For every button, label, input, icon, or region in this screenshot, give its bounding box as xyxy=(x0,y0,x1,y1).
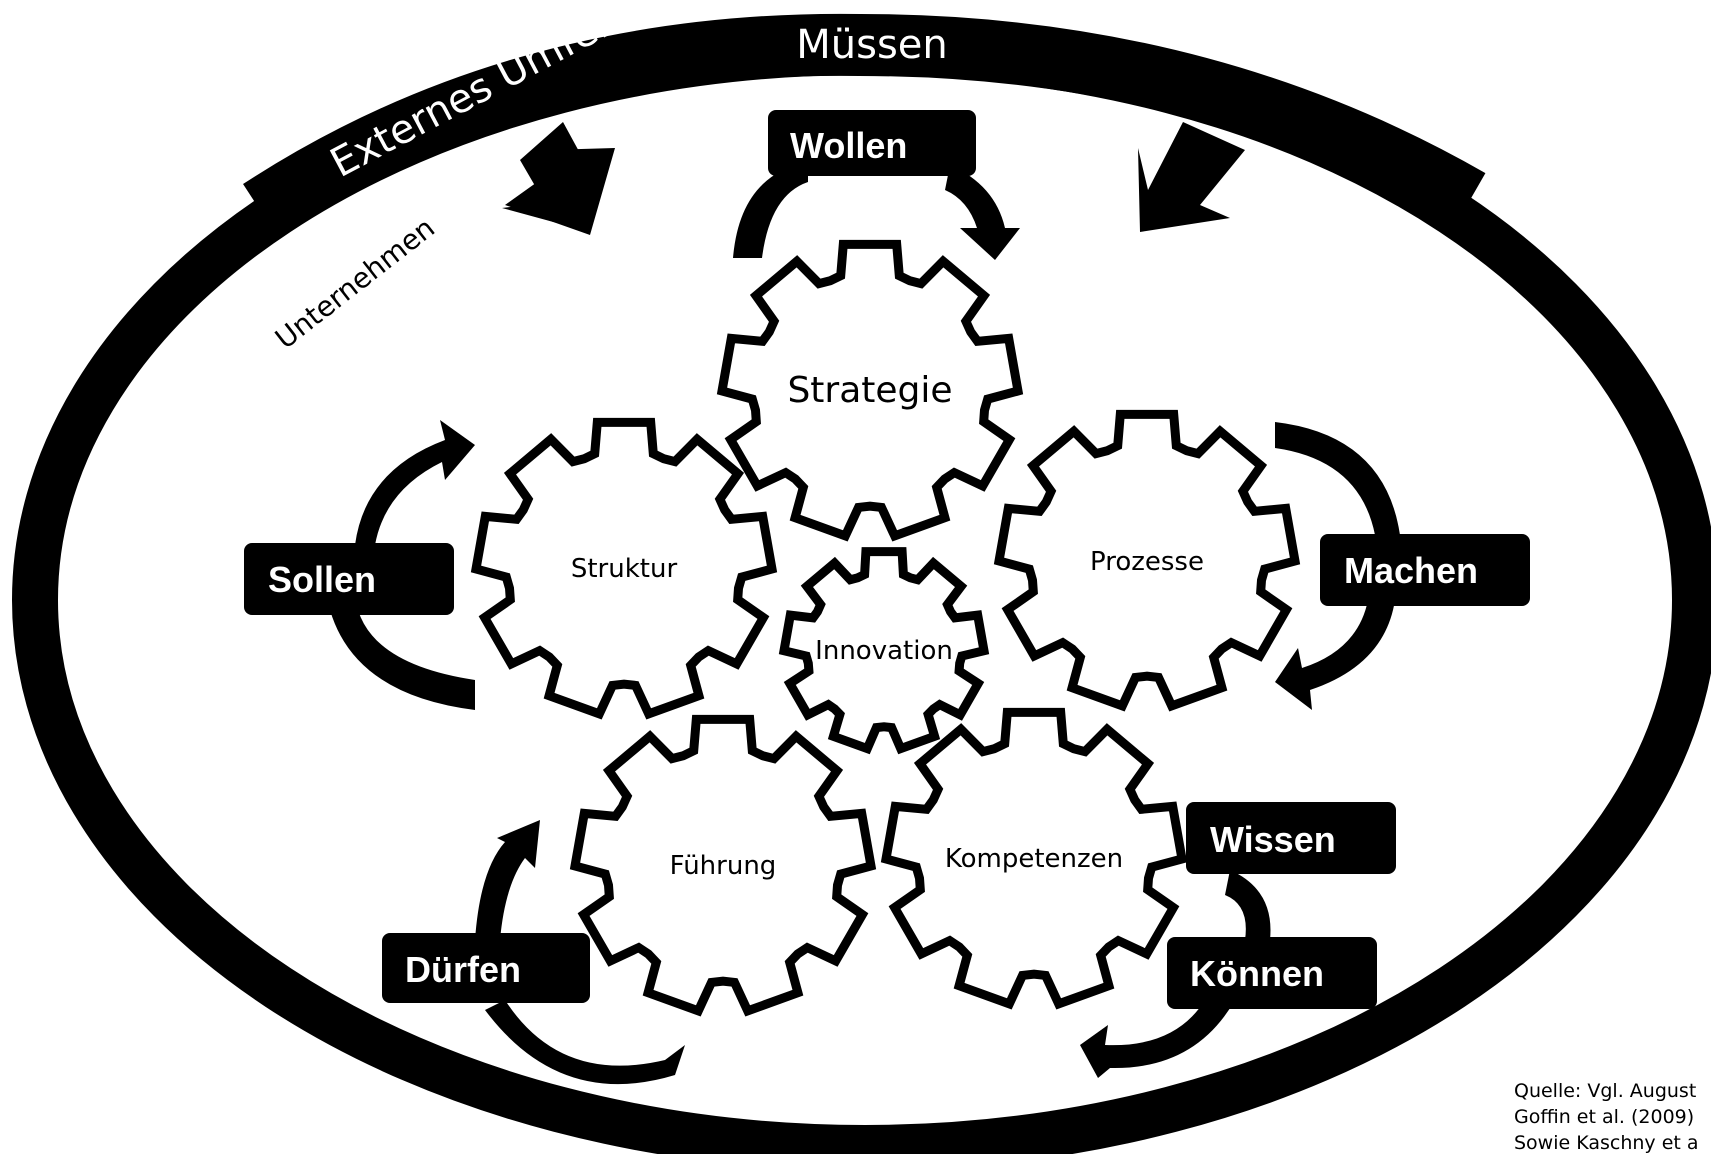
duerfen-curve-arrow-up xyxy=(475,820,540,940)
gear-prozesse xyxy=(993,409,1301,712)
koennen-text: Können xyxy=(1190,953,1324,994)
wollen-curve-arrow xyxy=(733,162,808,258)
wollen-curve-arrow-right xyxy=(945,165,1020,260)
top-label: Müssen xyxy=(796,22,948,68)
koennen-box xyxy=(1167,937,1377,1009)
sollen-box xyxy=(244,543,454,615)
sollen-text: Sollen xyxy=(268,559,376,600)
machen-curve-arrow-bottom xyxy=(1275,600,1395,710)
duerfen-box xyxy=(382,933,590,1003)
koennen-curve-arrow xyxy=(1080,1000,1235,1078)
source-line-1: Quelle: Vgl. August xyxy=(1514,1080,1696,1102)
outer-ring-top xyxy=(243,13,1486,236)
gear-innovation xyxy=(778,547,990,755)
gear-label-fuehrung: Führung xyxy=(670,851,777,881)
machen-text: Machen xyxy=(1344,550,1478,591)
machen-curve-arrow-top xyxy=(1275,422,1400,535)
source-line-2: Goffin et al. (2009) xyxy=(1514,1106,1694,1128)
duerfen-curve-arrow-down xyxy=(485,1000,685,1085)
inner-label: Unternehmen xyxy=(269,211,441,355)
wissen-text: Wissen xyxy=(1210,819,1336,860)
gear-strategie xyxy=(716,239,1024,542)
arrow-left-ring-shape xyxy=(502,122,612,232)
duerfen-text: Dürfen xyxy=(405,949,521,990)
wollen-text: Wollen xyxy=(790,125,907,166)
wissen-box xyxy=(1186,802,1396,874)
arrow-right-ring-shape xyxy=(1138,122,1245,232)
sollen-curve-arrow-bottom xyxy=(330,610,475,710)
gear-fuehrung xyxy=(569,714,877,1017)
gear-kompetenzen xyxy=(880,707,1188,1010)
gear-label-innovation: Innovation xyxy=(815,636,953,666)
gear-label-prozesse: Prozesse xyxy=(1090,547,1204,577)
sollen-curve-arrow-top xyxy=(355,420,475,545)
machen-box xyxy=(1320,534,1530,606)
gear-label-strategie: Strategie xyxy=(787,370,952,411)
source-line-3: Sowie Kaschny et a xyxy=(1514,1132,1699,1154)
gears-group xyxy=(470,239,1301,1017)
gear-struktur xyxy=(470,417,778,720)
gear-label-kompetenzen: Kompetenzen xyxy=(945,844,1123,874)
wissen-curve-arrow xyxy=(1225,870,1271,940)
gear-label-struktur: Struktur xyxy=(571,554,678,584)
wollen-box xyxy=(768,110,976,176)
